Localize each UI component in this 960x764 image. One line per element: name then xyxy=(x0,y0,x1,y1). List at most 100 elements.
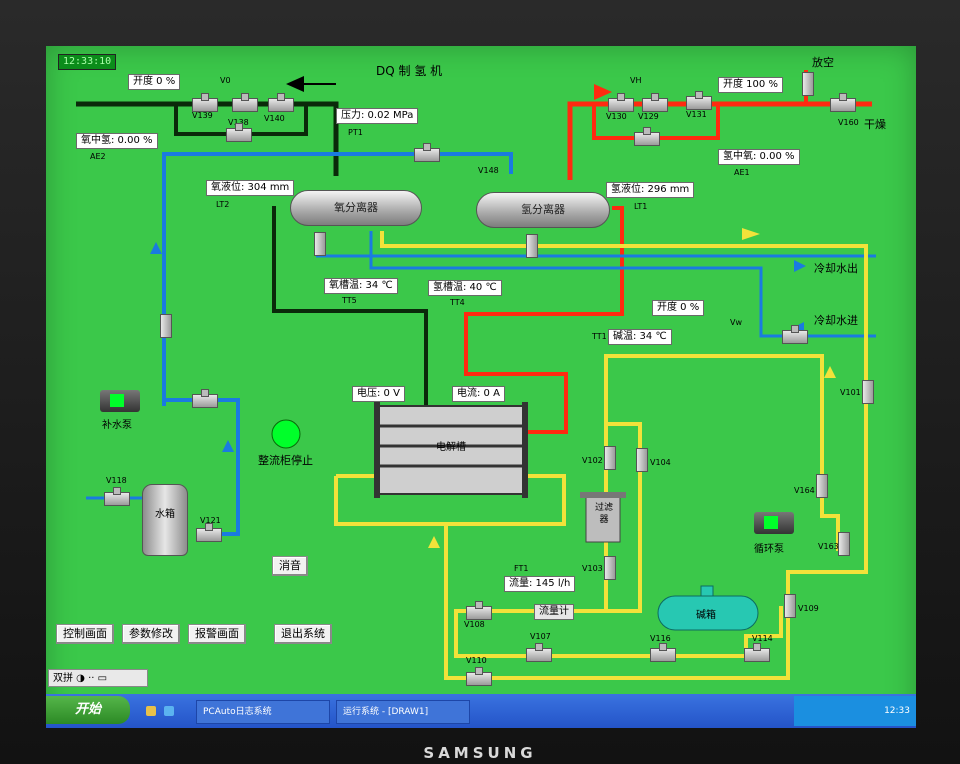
lye-tank-label: 碱箱 xyxy=(696,610,716,621)
valve-cooling-in[interactable] xyxy=(782,325,808,344)
alarm-screen-button[interactable]: 报警画面 xyxy=(188,624,246,644)
filter-body xyxy=(585,495,621,543)
mute-button[interactable]: 消音 xyxy=(272,556,308,576)
circ-pump-label: 循环泵 xyxy=(754,544,784,555)
valve-vent[interactable] xyxy=(802,72,814,96)
tag-v0: V0 xyxy=(220,76,231,85)
flow-arrow-o2 xyxy=(286,76,304,92)
h2-pipe-down xyxy=(464,206,624,434)
tag-ft1: FT1 xyxy=(514,564,529,573)
h2-separator: 氢分离器 xyxy=(476,192,610,228)
circulation-pump[interactable] xyxy=(754,512,794,534)
flow-arrow-lye-up2 xyxy=(824,366,836,378)
parameter-edit-button[interactable]: 参数修改 xyxy=(122,624,180,644)
valve-makeup-out[interactable] xyxy=(192,389,218,408)
tag-v103: V103 xyxy=(582,564,603,573)
h2-pipe-top xyxy=(567,101,872,180)
o2-in-h2-readout: 氢中氧: 0.00 % xyxy=(718,149,800,165)
valve-v164[interactable] xyxy=(816,474,828,498)
ime-mode: 双拼 xyxy=(53,673,73,684)
tag-v129: V129 xyxy=(638,112,659,121)
tag-tt4: TT4 xyxy=(450,298,465,307)
valve-v121[interactable] xyxy=(196,523,222,542)
system-tray: 12:33 xyxy=(794,696,916,726)
valve-water-top[interactable] xyxy=(414,143,440,162)
valve-v138[interactable] xyxy=(232,93,258,112)
tag-v116: V116 xyxy=(650,634,671,643)
valve-h2-drain[interactable] xyxy=(526,234,538,258)
taskbar: 开始 PCAuto日志系统 运行系统 - [DRAW1] 12:33 xyxy=(46,694,916,728)
valve-v101[interactable] xyxy=(862,380,874,404)
monitor-brand: SAMSUNG xyxy=(423,744,537,762)
valve-v131[interactable] xyxy=(686,91,712,110)
tag-v104: V104 xyxy=(650,458,671,467)
task-pcauto-log[interactable]: PCAuto日志系统 xyxy=(196,700,330,724)
valve-v107[interactable] xyxy=(526,643,552,662)
v0-opening-readout: 开度 0 % xyxy=(128,74,181,90)
quicklaunch-browser-icon[interactable] xyxy=(164,706,174,716)
tag-v118: V118 xyxy=(106,476,127,485)
tag-v163: V163 xyxy=(818,542,839,551)
rectifier-status-text: 整流柜停止 xyxy=(258,454,313,467)
lye-temp-readout: 碱温: 34 ℃ xyxy=(608,329,672,345)
tag-v131: V131 xyxy=(686,110,707,119)
makeup-pump-label: 补水泵 xyxy=(102,420,132,431)
tag-vh: VH xyxy=(630,76,642,85)
valve-v163[interactable] xyxy=(838,532,850,556)
valve-v109[interactable] xyxy=(784,594,796,618)
tag-v148: V148 xyxy=(478,166,499,175)
exit-system-button[interactable]: 退出系统 xyxy=(274,624,332,644)
valve-v104[interactable] xyxy=(636,448,648,472)
tag-v139: V139 xyxy=(192,111,213,120)
flow-arrow-makeup xyxy=(150,242,162,254)
current-readout: 电流: 0 A xyxy=(452,386,505,402)
tag-v108: V108 xyxy=(464,620,485,629)
ime-toolbar[interactable]: 双拼 ◑ ·· ▭ xyxy=(48,669,148,687)
task-runtime[interactable]: 运行系统 - [DRAW1] xyxy=(336,700,470,724)
flow-arrow-lye-up xyxy=(428,536,440,548)
valve-o2-drain[interactable] xyxy=(314,232,326,256)
valve-v110[interactable] xyxy=(466,667,492,686)
tag-v140: V140 xyxy=(264,114,285,123)
tag-lt2: LT2 xyxy=(216,200,230,209)
start-button[interactable]: 开始 xyxy=(46,696,130,724)
cooling-out-label: 冷却水出 xyxy=(814,262,858,275)
tag-v114: V114 xyxy=(752,634,773,643)
valve-v140[interactable] xyxy=(268,93,294,112)
valve-h2-bypass[interactable] xyxy=(634,127,660,146)
tag-v102: V102 xyxy=(582,456,603,465)
valve-v102[interactable] xyxy=(604,446,616,470)
valve-v129[interactable] xyxy=(642,93,668,112)
valve-o2-bypass[interactable] xyxy=(226,123,252,142)
clock-display: 12:33:10 xyxy=(58,54,117,70)
o2-separator: 氧分离器 xyxy=(290,190,422,226)
o2-level-readout: 氧液位: 304 mm xyxy=(206,180,295,196)
tag-v109: V109 xyxy=(798,604,819,613)
cooling-in-label: 冷却水进 xyxy=(814,314,858,327)
valve-v160[interactable] xyxy=(830,93,856,112)
valve-v114[interactable] xyxy=(744,643,770,662)
valve-v103[interactable] xyxy=(604,556,616,580)
tag-tt1: TT1 xyxy=(592,332,607,341)
makeup-pump[interactable] xyxy=(100,390,140,412)
valve-v130[interactable] xyxy=(608,93,634,112)
tray-clock: 12:33 xyxy=(884,706,910,716)
rectifier-status-light xyxy=(271,419,301,449)
flow-arrow-h2 xyxy=(594,84,612,100)
quicklaunch-folder-icon[interactable] xyxy=(146,706,156,716)
voltage-readout: 电压: 0 V xyxy=(352,386,405,402)
vent-label: 放空 xyxy=(812,56,834,69)
start-label: 开始 xyxy=(74,702,101,717)
tag-v107: V107 xyxy=(530,632,551,641)
tag-v164: V164 xyxy=(794,486,815,495)
valve-v116[interactable] xyxy=(650,643,676,662)
o2-tank-temp-readout: 氧槽温: 34 ℃ xyxy=(324,278,398,294)
lye-return-top xyxy=(380,231,868,680)
tag-v101: V101 xyxy=(840,388,861,397)
scada-screen: 12:33:10 DQ 制 氢 机 开度 0 % 开度 100 % 压力: 0.… xyxy=(46,46,916,728)
valve-makeup-line[interactable] xyxy=(160,314,172,338)
control-screen-button[interactable]: 控制画面 xyxy=(56,624,114,644)
valve-v118[interactable] xyxy=(104,487,130,506)
valve-v108[interactable] xyxy=(466,601,492,620)
valve-v139[interactable] xyxy=(192,93,218,112)
